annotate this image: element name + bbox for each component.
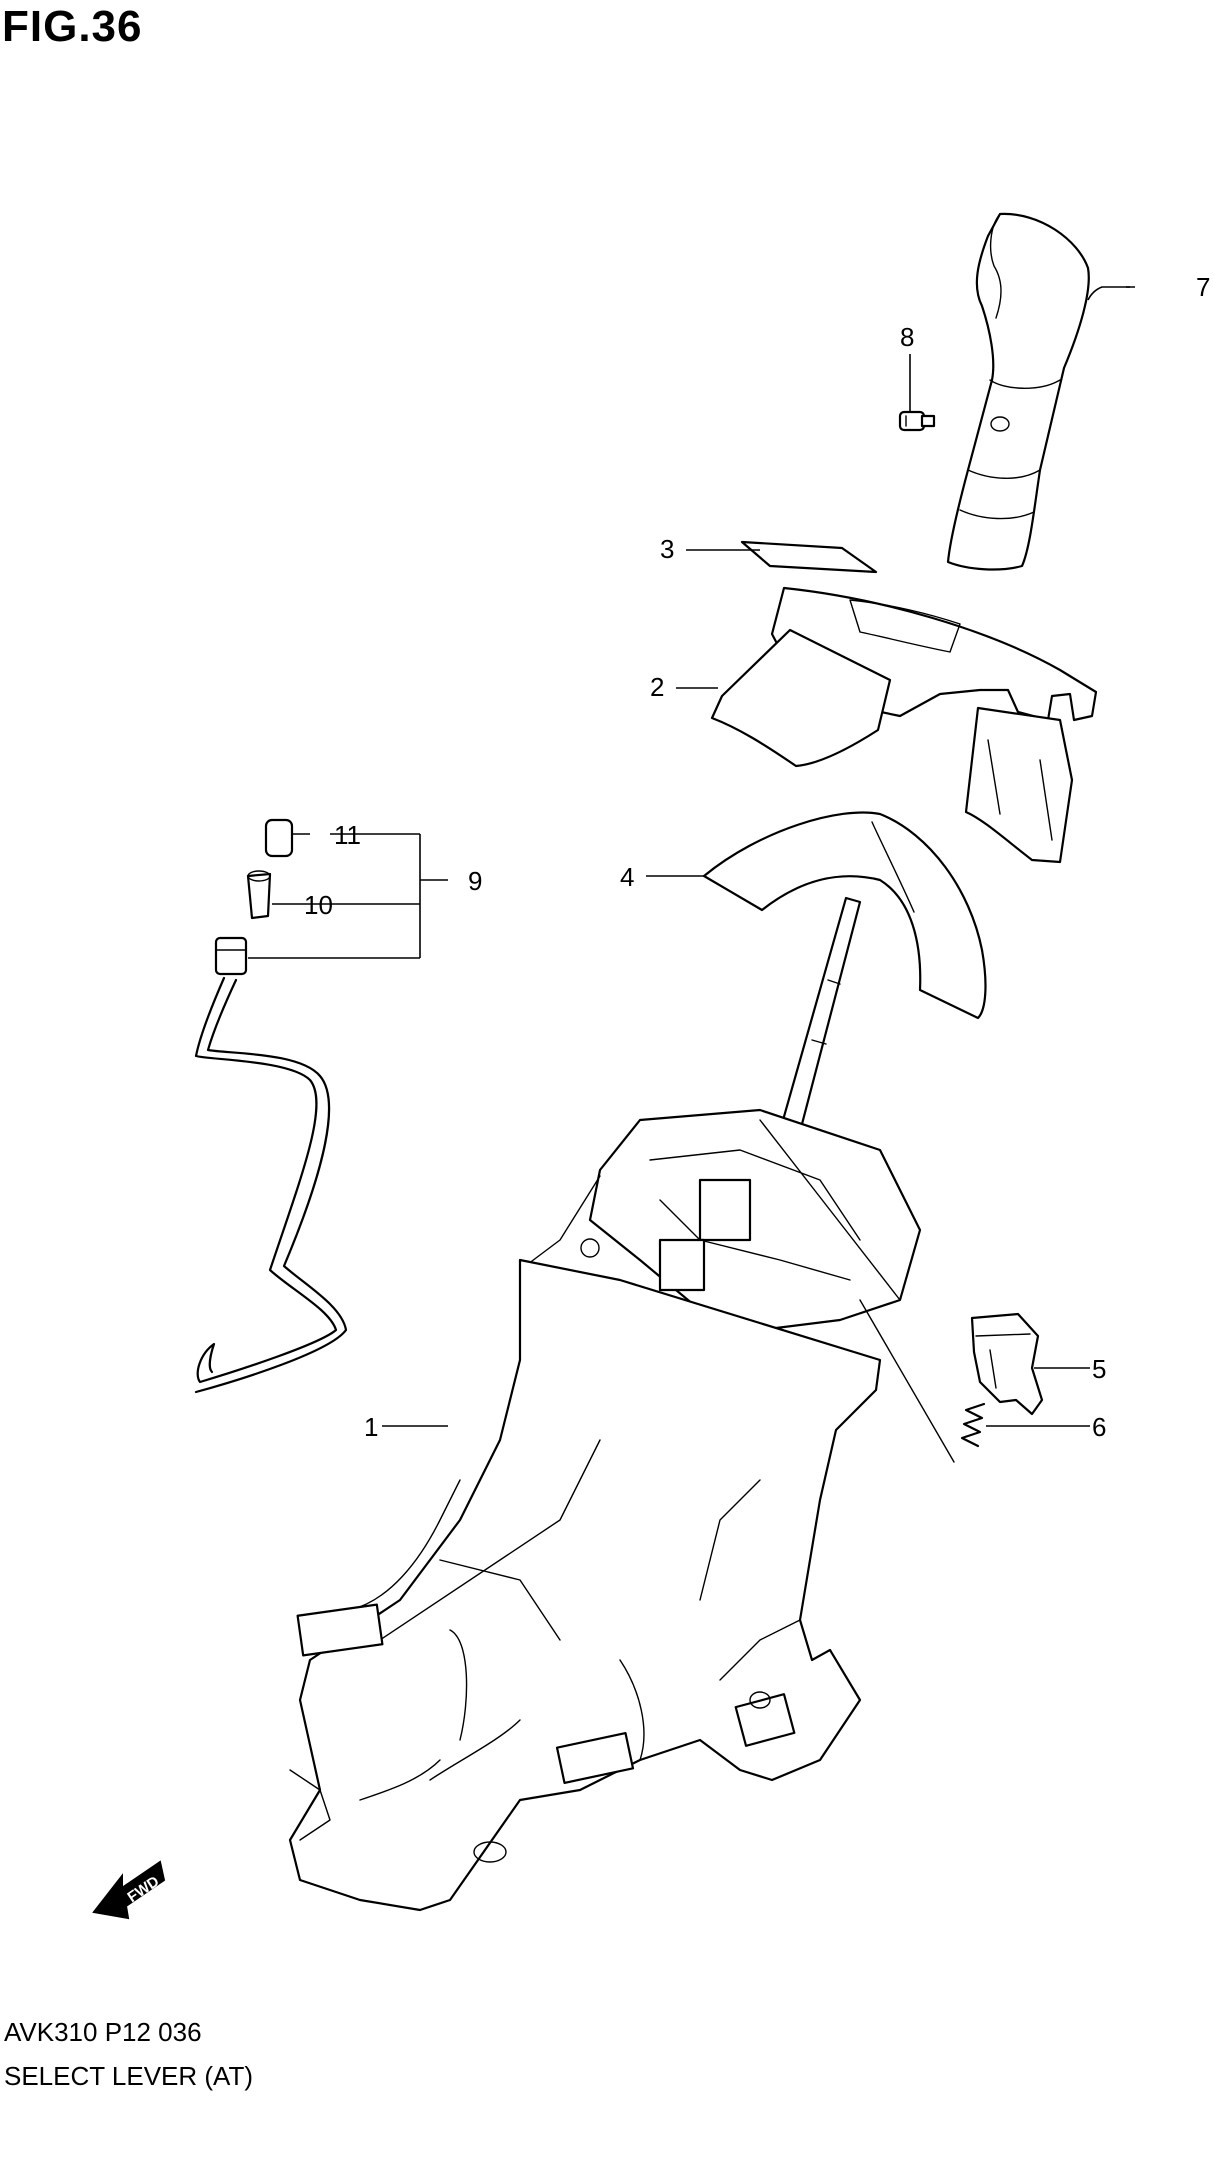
part-number-10: 10 [304,890,333,920]
part-number-2: 2 [650,672,664,702]
indicator-housing-part [710,586,1098,864]
spring-part [960,1402,986,1448]
leader-lines [248,286,1135,1427]
part-number-3: 3 [660,534,674,564]
drawing-code: AVK310 P12 036 [4,2017,202,2047]
part-number-6: 6 [1092,1412,1106,1442]
slide-plate-part [702,811,987,1020]
part-number-4: 4 [620,862,634,892]
part-number-11: 11 [334,820,361,850]
forward-arrow-icon: FWD [92,1860,166,1920]
part-number-9: 9 [468,866,482,896]
select-lever-assembly-part [288,896,955,1912]
illumination-bulb-part [194,818,348,1394]
screw-part [898,410,936,432]
figure-title: FIG.36 [2,2,143,51]
part-number-8: 8 [900,322,914,352]
part-number-5: 5 [1092,1354,1106,1384]
part-number-7: 7 [1196,272,1210,302]
footer: AVK310 P12 036 SELECT LEVER (AT) [4,2010,253,2098]
part-number-1: 1 [364,1412,378,1442]
shift-knob-part [946,212,1090,571]
indicator-film-part [740,540,878,574]
lock-switch-part [970,1312,1044,1416]
figure-caption: SELECT LEVER (AT) [4,2061,253,2091]
